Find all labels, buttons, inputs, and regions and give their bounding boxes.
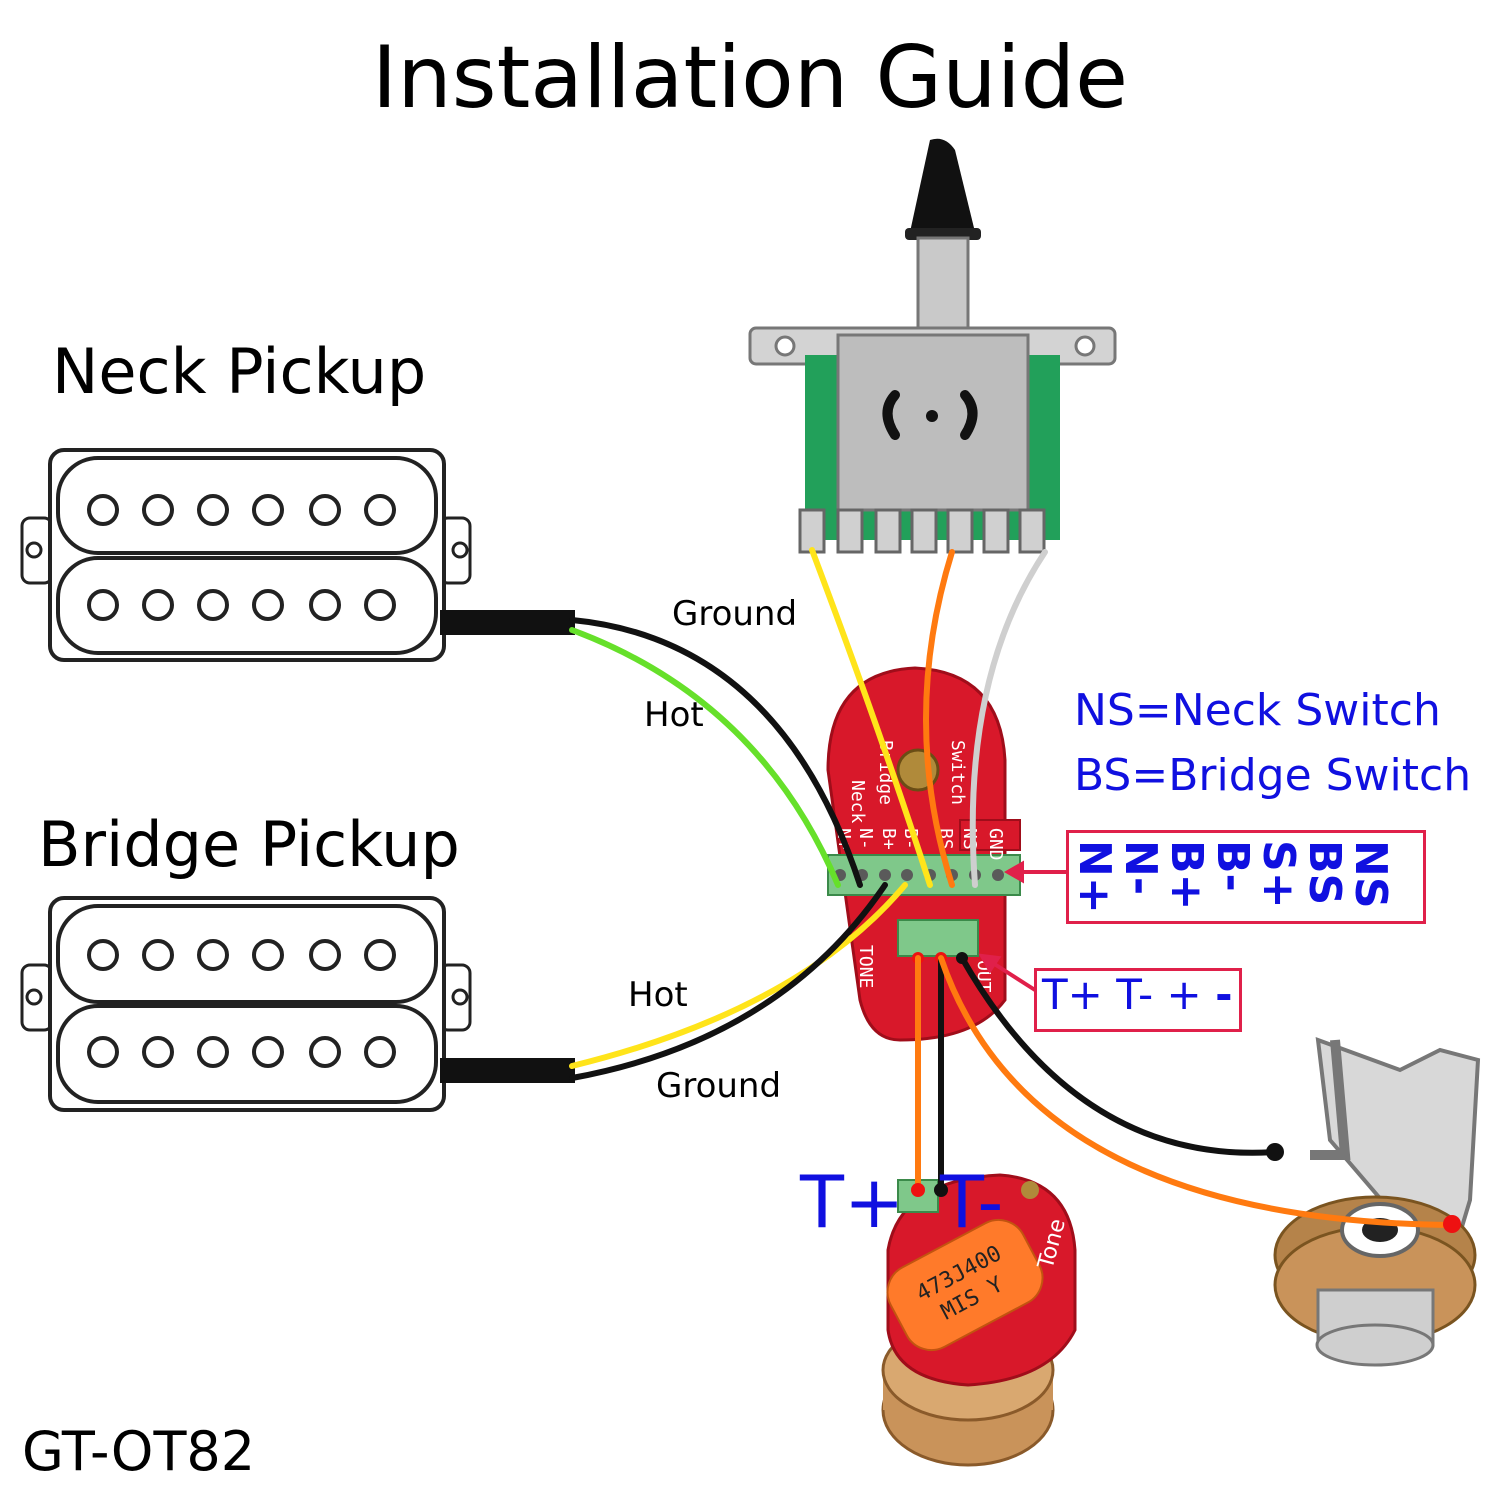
- bridge-pickup-label: Bridge Pickup: [38, 808, 460, 881]
- terminal-label: B-: [1207, 840, 1258, 892]
- board-bridge-text: Bridge: [875, 740, 896, 805]
- bridge-pickup: [20, 896, 575, 1112]
- board-switch-text: Switch: [947, 740, 968, 805]
- output-labels: T+ T- + -: [1042, 970, 1233, 1019]
- bridge-ground-label: Ground: [656, 1066, 782, 1106]
- model-label: GT-OT82: [22, 1420, 256, 1483]
- output-labels-box: [1034, 968, 1242, 1032]
- board-tone-text: TONE: [855, 945, 876, 988]
- terminal-labels-box: [1066, 830, 1426, 924]
- legend-neck-switch: NS=Neck Switch: [1074, 685, 1441, 736]
- pointer-arrows: [978, 860, 1068, 992]
- neck-hot-label: Hot: [644, 695, 704, 735]
- neck-pickup: [20, 448, 575, 662]
- board-ns-text: NS: [959, 828, 980, 850]
- terminal-label: N-: [1115, 840, 1166, 896]
- output-minus: -: [1215, 970, 1233, 1019]
- output-t-minus: T-: [1116, 970, 1154, 1019]
- tone-t-minus-label: T-: [940, 1160, 1004, 1244]
- terminal-label: S+: [1253, 840, 1304, 909]
- tone-t-plus-label: T+: [800, 1160, 905, 1244]
- output-plus: +: [1166, 970, 1202, 1019]
- board-neck-text: Neck: [847, 780, 868, 824]
- terminal-label: N+: [1069, 840, 1120, 914]
- output-jack: [1273, 1037, 1481, 1367]
- legend-bridge-switch: BS=Bridge Switch: [1074, 750, 1472, 801]
- neck-ground-label: Ground: [672, 594, 798, 634]
- terminal-label: BS: [1299, 840, 1350, 906]
- page-title: Installation Guide: [371, 28, 1129, 128]
- wires: [569, 547, 1453, 1228]
- board-gnd-text: GND: [985, 828, 1006, 861]
- neck-pickup-label: Neck Pickup: [52, 335, 427, 408]
- terminal-label: NS: [1345, 840, 1396, 909]
- board-bplus-text: B+: [878, 828, 899, 850]
- bridge-hot-label: Hot: [628, 975, 688, 1015]
- output-t-plus: T+: [1042, 970, 1103, 1019]
- selector-switch: [748, 138, 1117, 554]
- board-nminus-text: N-: [855, 828, 876, 850]
- terminal-label: B+: [1161, 840, 1212, 911]
